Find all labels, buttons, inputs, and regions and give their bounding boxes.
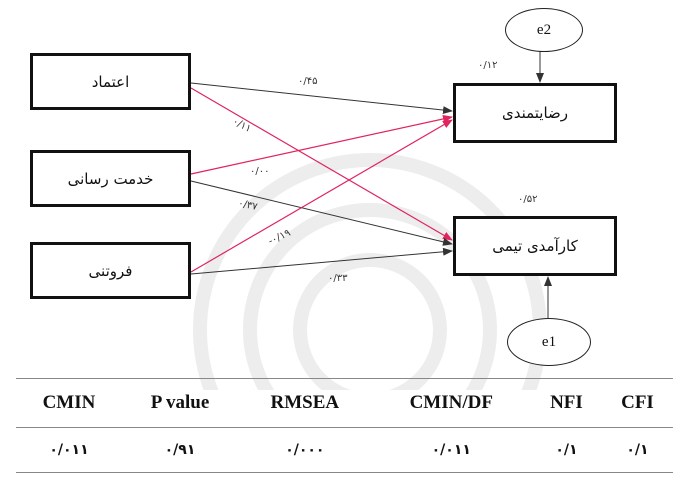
node-forutani-label: فروتنی: [88, 261, 133, 280]
fit-header-nfi: NFI: [530, 378, 602, 428]
node-khedmat-rasani: خدمت رسانی: [30, 150, 191, 207]
node-etemad-label: اعتماد: [91, 72, 130, 91]
path-forut-reza: [190, 119, 453, 273]
path-etemad-kar: [190, 87, 453, 241]
fit-value-cfi: ۰/۱: [601, 427, 673, 473]
node-rezayatmandi-label: رضایتمندی: [501, 104, 569, 122]
fit-value-cmin: ۰/۰۱۱: [16, 427, 122, 473]
fit-header-cmindf: CMIN/DF: [371, 378, 531, 428]
fit-header-pvalue: P value: [121, 378, 239, 428]
coef-etemad-reza: ۰/۴۵: [298, 76, 318, 87]
fit-header-cmin: CMIN: [16, 378, 122, 428]
error-node-e1: e1: [507, 318, 591, 366]
node-rezayatmandi: رضایتمندی: [453, 83, 617, 143]
node-karamadi-timi: کارآمدی تیمی: [453, 216, 617, 276]
fit-value-cmindf: ۰/۰۱۱: [371, 427, 531, 473]
error-node-e2: e2: [505, 8, 583, 52]
path-khedmat-kar: [190, 180, 453, 246]
path-khedmat-reza: [190, 115, 453, 175]
r2-karamadi: ۰/۵۲: [518, 194, 538, 205]
error-e1-label: e1: [541, 333, 557, 350]
error-e2-label: e2: [536, 21, 552, 38]
fit-value-rmsea: ۰/۰۰۰: [238, 427, 372, 473]
node-forutani: فروتنی: [30, 242, 191, 299]
fit-value-row: ۰/۰۱۱ ۰/۹۱ ۰/۰۰۰ ۰/۰۱۱ ۰/۱ ۰/۱: [16, 427, 673, 473]
path-etemad-reza: [190, 82, 453, 115]
fit-header-rmsea: RMSEA: [238, 378, 372, 428]
coef-khedmat-reza: ۰/۰۰: [250, 166, 270, 177]
fit-indices-table: CMIN P value RMSEA CMIN/DF NFI CFI ۰/۰۱۱…: [16, 378, 673, 473]
fit-value-pvalue: ۰/۹۱: [121, 427, 239, 473]
node-etemad: اعتماد: [30, 53, 191, 110]
node-khedmat-label: خدمت رسانی: [67, 169, 154, 188]
coef-forut-kar: ۰/۳۳: [328, 273, 348, 284]
fit-value-nfi: ۰/۱: [530, 427, 602, 473]
node-karamadi-label: کارآمدی تیمی: [492, 237, 578, 255]
fit-header-cfi: CFI: [601, 378, 673, 428]
path-forut-kar: [190, 247, 453, 275]
fit-header-row: CMIN P value RMSEA CMIN/DF NFI CFI: [16, 378, 673, 428]
r2-rezayatmandi: ۰/۱۲: [478, 60, 498, 71]
